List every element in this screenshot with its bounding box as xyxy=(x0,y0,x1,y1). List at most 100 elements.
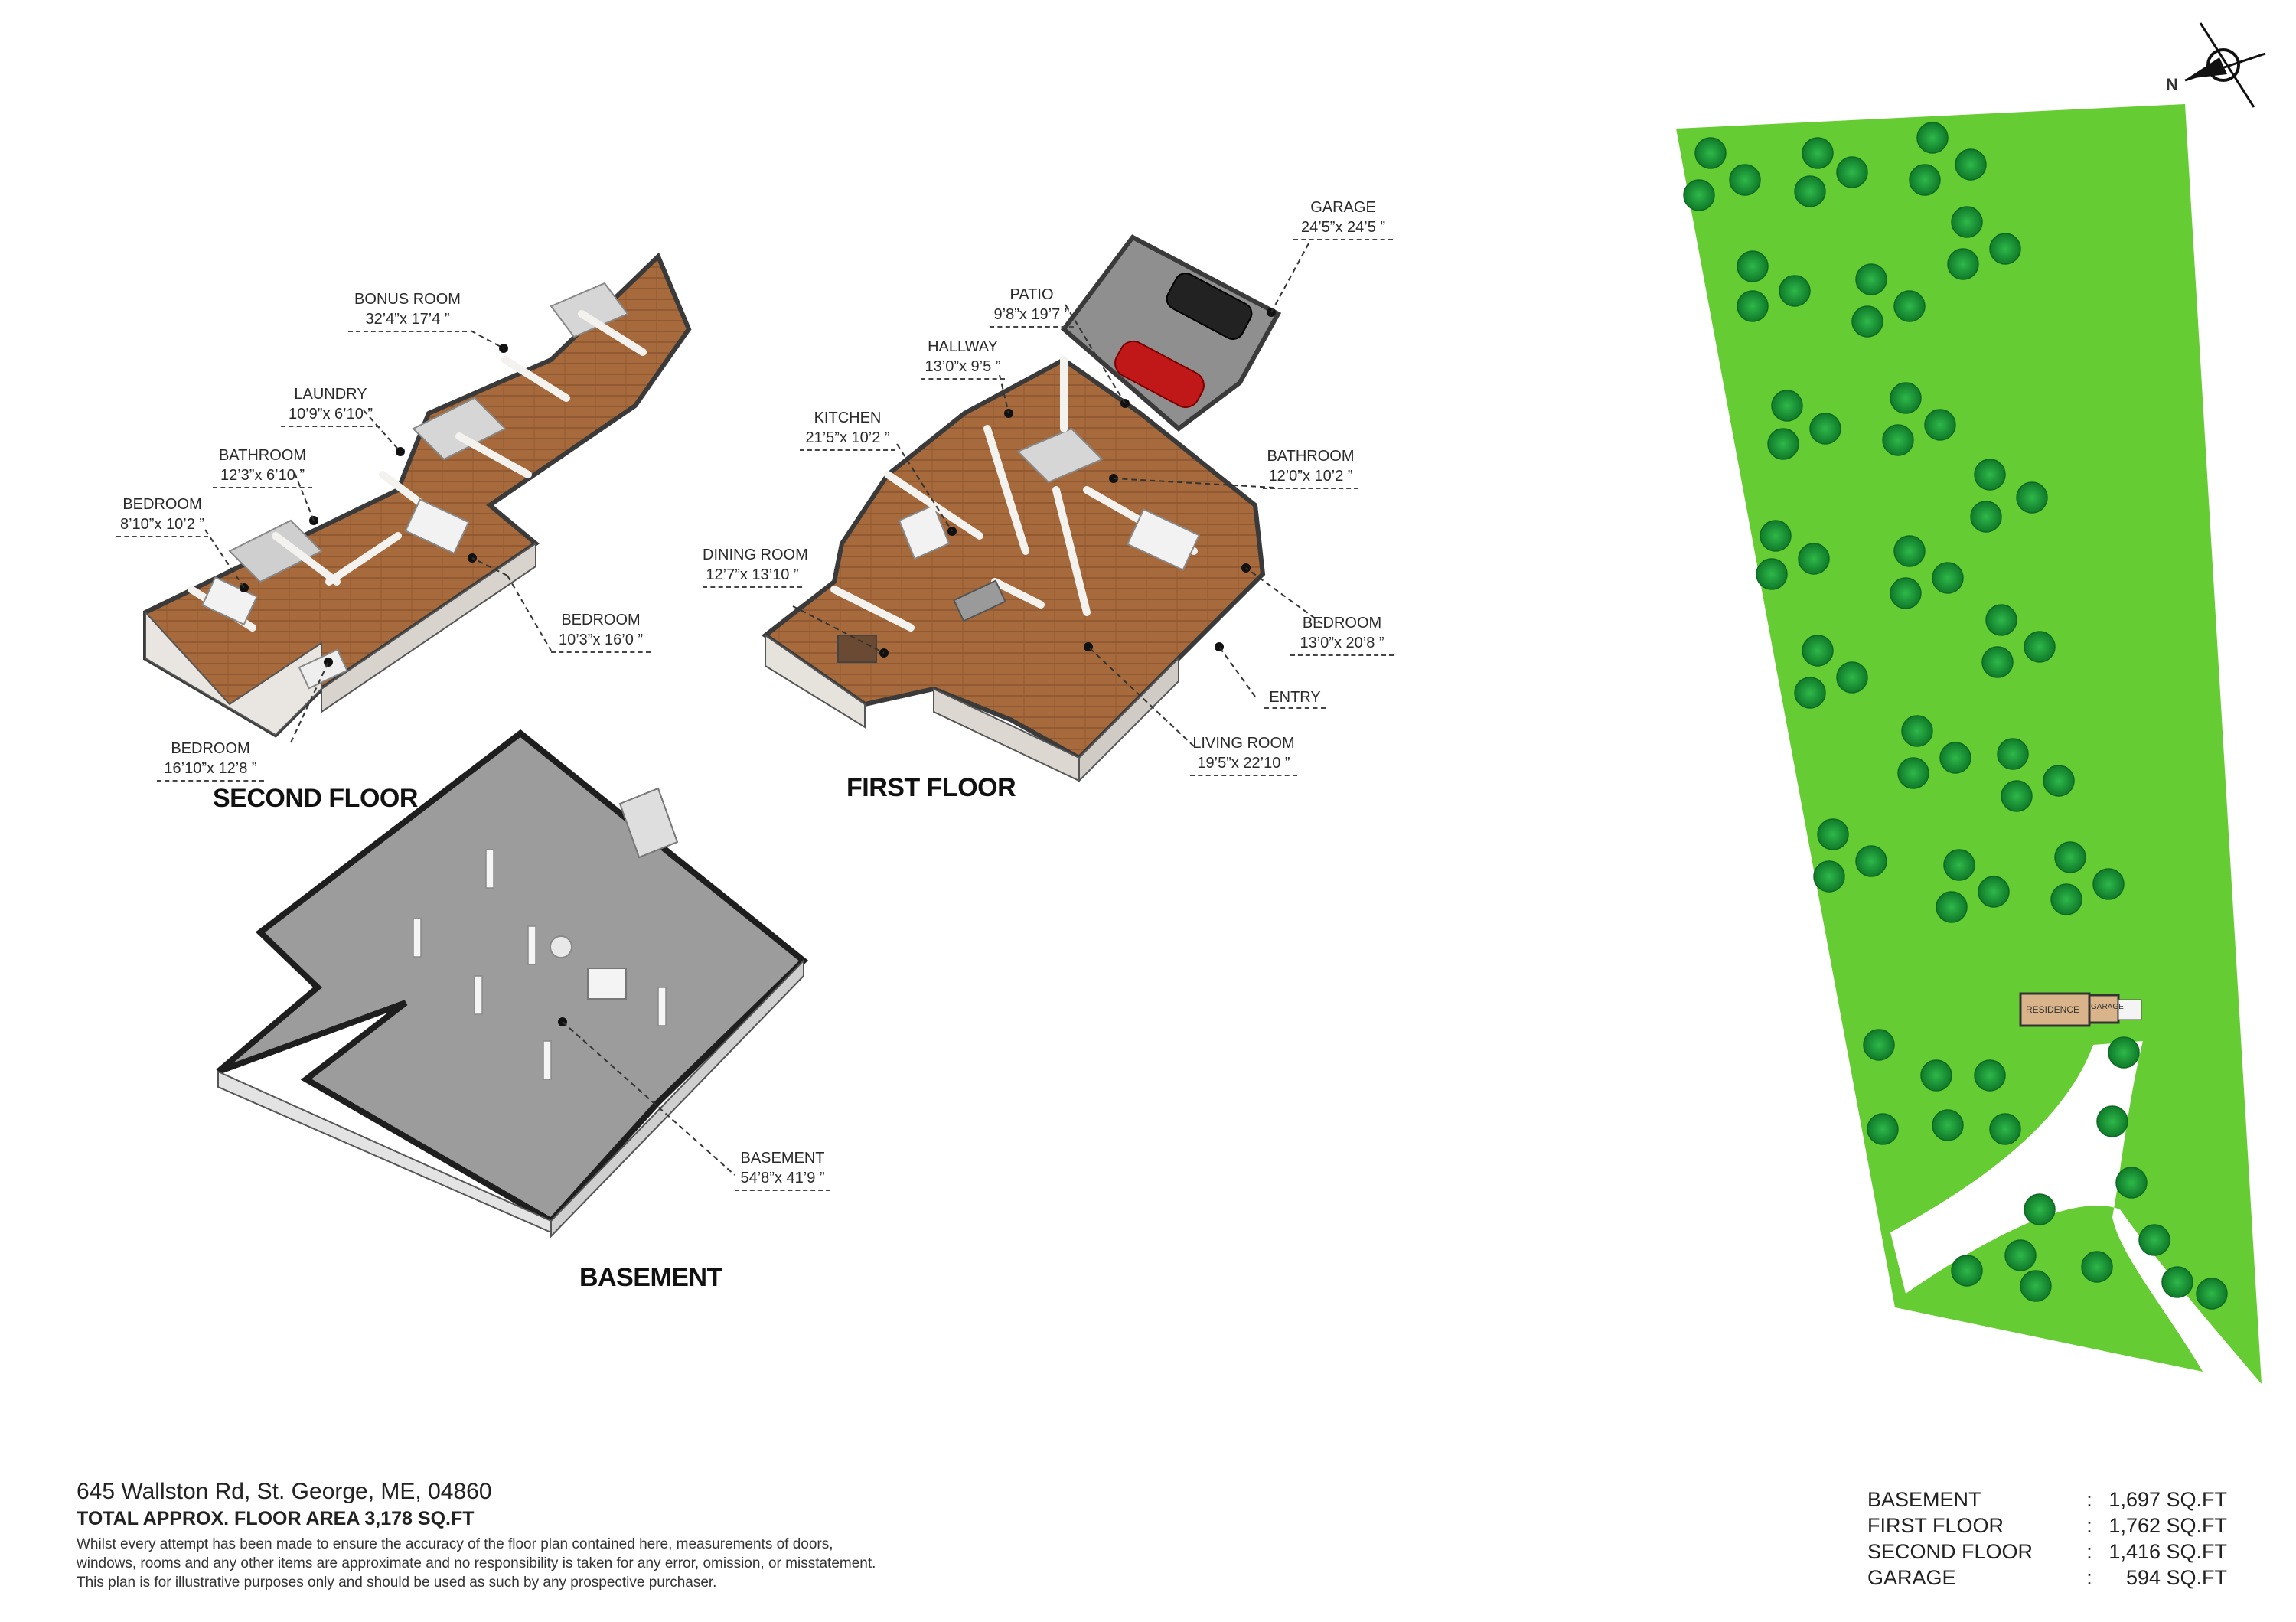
tree-icon xyxy=(1989,233,2021,265)
room-dimensions: 13’0”x 20’8 ” xyxy=(1290,633,1394,656)
room-name: HALLWAY xyxy=(928,338,998,355)
total-floor-area: TOTAL APPROX. FLOOR AREA 3,178 SQ.FT xyxy=(77,1508,475,1529)
disclaimer: Whilst every attempt has been made to en… xyxy=(77,1535,1018,1592)
second-floor-title: SECOND FLOOR xyxy=(213,784,418,813)
tree-icon xyxy=(1951,1255,1983,1287)
tree-icon xyxy=(1978,876,2010,908)
tree-icon xyxy=(1798,543,1830,575)
tree-icon xyxy=(1694,137,1727,169)
tree-icon xyxy=(1890,382,1922,414)
tree-icon xyxy=(2024,631,2056,663)
tree-icon xyxy=(1813,860,1845,893)
site-garage-label: GARAGE xyxy=(2091,1003,2124,1011)
room-label-entry: ENTRY xyxy=(1264,687,1326,709)
tree-icon xyxy=(1779,275,1811,307)
area-value: 1,416 SQ.FT xyxy=(2108,1540,2227,1563)
basement-plan xyxy=(216,729,809,1239)
room-label-living-room: LIVING ROOM 19’5”x 22’10 ” xyxy=(1190,733,1297,776)
room-label-bonus-room: BONUS ROOM 32’4”x 17’4 ” xyxy=(348,289,467,332)
area-level: GARAGE xyxy=(1867,1566,1956,1589)
area-row-basement: BASEMENT : 1,697 SQ.FT xyxy=(1867,1487,2227,1513)
tree-icon xyxy=(1683,179,1715,211)
tree-icon xyxy=(1855,845,1887,877)
tree-icon xyxy=(1882,424,1914,456)
property-address: 645 Wallston Rd, St. George, ME, 04860 xyxy=(77,1479,492,1504)
tree-icon xyxy=(1997,738,2029,770)
room-name: DINING ROOM xyxy=(703,547,808,563)
second-floor-plan xyxy=(143,252,692,743)
tree-icon xyxy=(1760,520,1792,552)
tree-icon xyxy=(1970,501,2002,533)
tree-icon xyxy=(1916,122,1949,154)
room-label-kitchen: KITCHEN 21’5”x 10’2 ” xyxy=(800,408,895,451)
tree-icon xyxy=(2092,868,2125,900)
tree-icon xyxy=(2096,1105,2128,1137)
area-row-second-floor: SECOND FLOOR : 1,416 SQ.FT xyxy=(1867,1539,2227,1565)
property-info: 645 Wallston Rd, St. George, ME, 04860 T… xyxy=(77,1479,1071,1592)
tree-icon xyxy=(1924,409,1956,441)
tree-icon xyxy=(1737,290,1769,322)
area-summary-table: BASEMENT : 1,697 SQ.FT FIRST FLOOR : 1,7… xyxy=(1867,1487,2227,1591)
tree-icon xyxy=(1863,1029,1895,1061)
room-dimensions: 24’5”x 24’5 ” xyxy=(1293,217,1393,240)
tree-icon xyxy=(1836,156,1868,188)
tree-icon xyxy=(2081,1251,2113,1283)
area-separator: : xyxy=(2086,1566,2092,1589)
area-value: 1,697 SQ.FT xyxy=(2108,1488,2227,1511)
tree-icon xyxy=(1802,137,1834,169)
tree-icon xyxy=(1855,263,1887,295)
tree-icon xyxy=(1794,677,1826,709)
tree-icon xyxy=(1974,1059,2006,1092)
room-name: BATHROOM xyxy=(218,447,307,464)
tree-icon xyxy=(1729,164,1761,196)
tree-icon xyxy=(2001,780,2033,812)
tree-icon xyxy=(1909,164,1941,196)
tree-icon xyxy=(1947,248,1979,280)
room-label-hallway: HALLWAY 13’0”x 9’5 ” xyxy=(921,337,1005,380)
room-dimensions: 32’4”x 17’4 ” xyxy=(348,309,467,332)
room-dimensions: 19’5”x 22’10 ” xyxy=(1190,753,1297,776)
room-name: ENTRY xyxy=(1264,687,1326,709)
room-name: BEDROOM xyxy=(1302,615,1382,632)
room-dimensions: 54’8”x 41’9 ” xyxy=(735,1168,830,1191)
tree-layer xyxy=(1683,122,2228,1310)
room-label-bathroom: BATHROOM 12’3”x 6’10 ” xyxy=(213,445,312,488)
tree-icon xyxy=(2115,1167,2148,1199)
room-dimensions: 12’3”x 6’10 ” xyxy=(213,465,312,488)
first-floor-plan xyxy=(761,234,1323,783)
tree-icon xyxy=(2108,1036,2140,1069)
area-value: 1,762 SQ.FT xyxy=(2108,1514,2227,1537)
room-name: BASEMENT xyxy=(740,1150,825,1167)
tree-icon xyxy=(1901,715,1933,747)
area-value: 594 SQ.FT xyxy=(2125,1566,2227,1589)
compass-north-label: N xyxy=(2166,75,2178,94)
room-name: LAUNDRY xyxy=(294,386,367,403)
tree-icon xyxy=(1771,390,1803,422)
tree-icon xyxy=(1932,1109,1964,1141)
tree-icon xyxy=(2004,1239,2037,1271)
room-label-basement: BASEMENT 54’8”x 41’9 ” xyxy=(735,1148,830,1191)
room-name: KITCHEN xyxy=(814,410,882,426)
tree-icon xyxy=(1897,757,1929,789)
tree-icon xyxy=(1767,428,1799,460)
tree-icon xyxy=(1955,148,1987,181)
tree-icon xyxy=(1756,558,1788,590)
area-level: FIRST FLOOR xyxy=(1867,1514,2004,1537)
tree-icon xyxy=(1851,305,1883,338)
room-name: PATIO xyxy=(1009,286,1054,303)
room-dimensions: 12’0”x 10’2 ” xyxy=(1263,466,1358,489)
tree-icon xyxy=(1867,1113,1899,1145)
area-separator: : xyxy=(2086,1540,2092,1563)
tree-icon xyxy=(1737,250,1769,282)
area-row-garage: GARAGE : 594 SQ.FT xyxy=(1867,1565,2227,1591)
tree-icon xyxy=(1981,646,2014,678)
room-name: BEDROOM xyxy=(122,496,202,513)
area-row-first-floor: FIRST FLOOR : 1,762 SQ.FT xyxy=(1867,1513,2227,1539)
tree-icon xyxy=(1974,459,2006,491)
disclaimer-line: This plan is for illustrative purposes o… xyxy=(77,1575,717,1591)
tree-icon xyxy=(1794,175,1826,207)
tree-icon xyxy=(1939,742,1971,774)
room-name: BONUS ROOM xyxy=(354,291,461,308)
compass-icon xyxy=(2184,22,2266,108)
